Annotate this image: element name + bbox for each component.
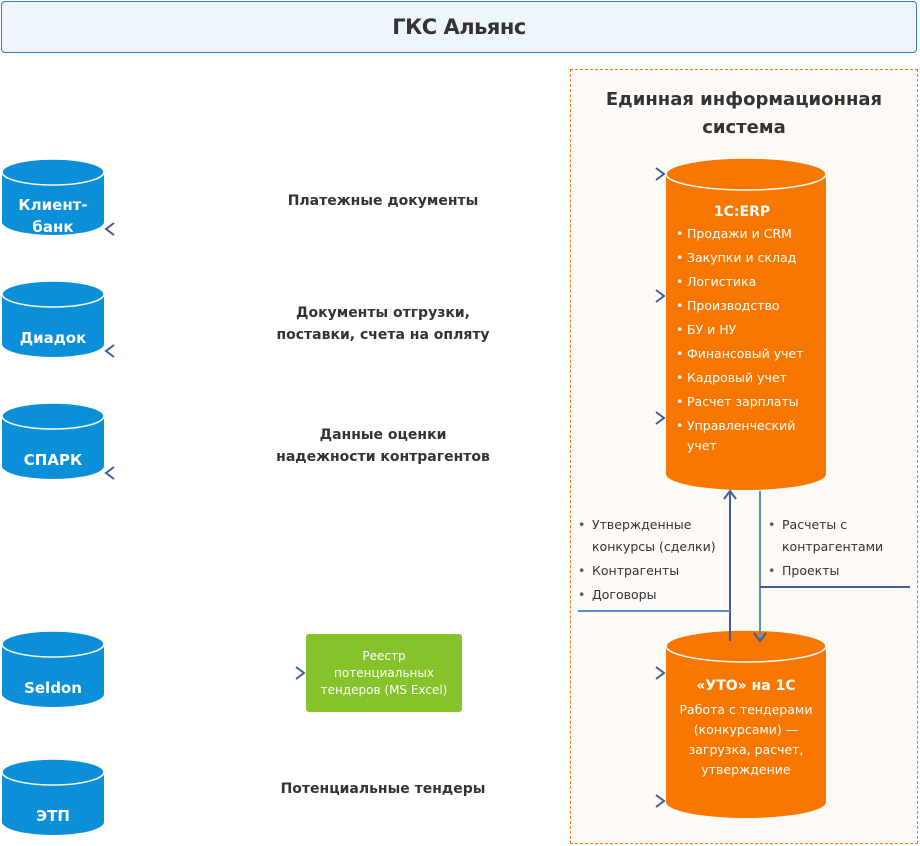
cylinder-seldon (1, 630, 105, 707)
cylinder-spark (1, 402, 105, 479)
registry-line1: Реестр (362, 648, 406, 663)
arrow-diadoc-to-erp (104, 289, 666, 303)
erp-module: Закупки и склад (672, 248, 822, 268)
arrow-client-bank-to-erp (104, 167, 666, 181)
erp-module-list: Продажи и CRM Закупки и склад Логистика … (672, 224, 822, 456)
flow-item: Утвержденные конкурсы (сделки) (578, 514, 728, 558)
arrow-spark-to-erp (104, 411, 666, 425)
edge-label-spark-line1: Данные оценки (319, 427, 447, 443)
arrow-erp-to-client-bank (104, 222, 666, 236)
eis-title-line2: система (702, 117, 786, 138)
cylinder-client-bank (1, 158, 105, 235)
source-label-client-bank: Клиент- банк (2, 194, 104, 238)
arrow-seldon-to-registry (104, 666, 306, 680)
edge-label-client-bank: Платежные документы (200, 190, 566, 212)
flow-item: Контрагенты (578, 560, 728, 582)
edge-label-diadoc-line1: Документы отгрузки, (296, 305, 470, 321)
arrow-erp-to-uto (753, 491, 910, 643)
uto-description: Работа с тендерами (конкурсами) — загруз… (679, 702, 813, 777)
erp-title: 1С:ERP (713, 204, 771, 220)
flow-item: Проекты (768, 560, 908, 582)
registry-box: Реестр потенциальных тендеров (MS Excel) (306, 634, 462, 712)
flow-item: Договоры (578, 584, 728, 606)
uto-title: «УТО» на 1С (696, 678, 796, 694)
erp-module: БУ и НУ (672, 320, 822, 340)
registry-line2: потенциальных (334, 665, 434, 680)
client-bank-label-line2: банк (32, 218, 74, 236)
erp-module: Расчет зарплаты (672, 392, 822, 412)
cylinder-etp (1, 758, 105, 835)
source-label-spark: СПАРК (23, 451, 83, 469)
client-bank-label-line1: Клиент- (18, 196, 88, 214)
erp-content: 1С:ERP Продажи и CRM Закупки и склад Лог… (672, 204, 822, 460)
registry-line3: тендеров (MS Excel) (320, 682, 448, 697)
edge-label-diadoc: Документы отгрузки, поставки, счета на о… (200, 302, 566, 346)
edge-label-spark-line2: надежности контрагентов (276, 449, 490, 465)
arrow-etp-to-uto (104, 794, 666, 808)
edge-label-diadoc-line2: поставки, счета на опляту (276, 327, 490, 343)
cylinder-uto (665, 629, 827, 818)
erp-module: Финансовый учет (672, 344, 822, 364)
uto-content: «УТО» на 1С Работа с тендерами (конкурса… (668, 678, 824, 780)
arrow-registry-to-uto (462, 666, 666, 680)
flow-item: Расчеты с контрагентами (768, 514, 908, 558)
arrow-erp-to-spark (104, 466, 666, 480)
erp-module: Логистика (672, 272, 822, 292)
source-label-seldon: Seldon (24, 679, 82, 697)
erp-module: Производство (672, 296, 822, 316)
edge-label-etp: Потенциальные тендеры (200, 778, 566, 800)
cylinder-diadoc (1, 280, 105, 357)
arrow-erp-to-diadoc (104, 344, 666, 358)
erp-module: Управленческий учет (672, 416, 807, 456)
header-bar: ГКС Альянс (1, 1, 917, 53)
uto-to-erp-flow-list: Утвержденные конкурсы (сделки) Контраген… (578, 514, 728, 608)
page-title: ГКС Альянс (392, 15, 526, 39)
erp-module: Продажи и CRM (672, 224, 822, 244)
edge-label-spark: Данные оценки надежности контрагентов (200, 424, 566, 468)
source-label-etp: ЭТП (36, 807, 70, 825)
arrow-uto-to-erp (578, 489, 737, 641)
erp-module: Кадровый учет (672, 368, 822, 388)
unified-information-system-title: Единная информационная система (570, 86, 918, 142)
erp-to-uto-flow-list: Расчеты с контрагентами Проекты (768, 514, 908, 584)
source-label-diadoc: Диадок (19, 329, 87, 347)
eis-title-line1: Единная информационная (605, 89, 883, 110)
edge-label-etp-line1: Потенциальные тендеры (280, 781, 486, 797)
edge-label-client-bank-line1: Платежные документы (287, 193, 479, 209)
